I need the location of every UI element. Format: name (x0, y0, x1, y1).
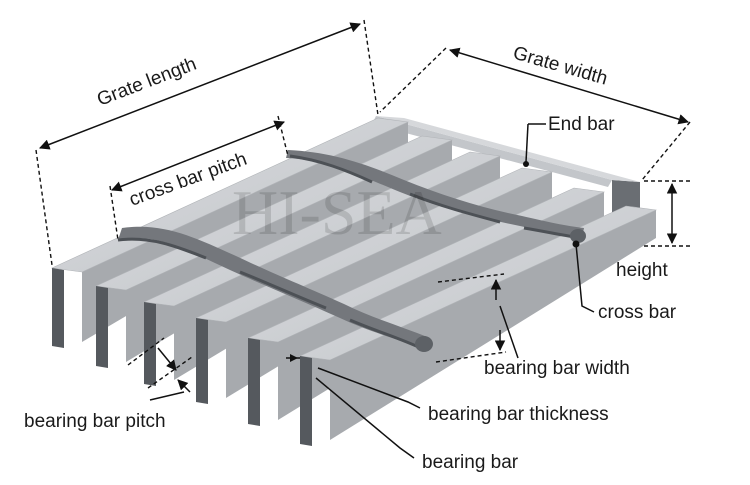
height-label: height (616, 260, 668, 281)
bearing-bar-width-label: bearing bar width (484, 358, 630, 379)
cross-bar-leader (572, 240, 595, 313)
bearing-bar-width-dimension (435, 273, 519, 363)
grate-width-label: Grate width (511, 43, 610, 90)
bearing-bar-leader (315, 377, 415, 459)
bearing-bar-thickness-leader (286, 354, 421, 409)
bearing-bar-thickness-label: bearing bar thickness (428, 404, 609, 425)
height-dimension (644, 180, 690, 247)
twisted-cross-bar-back (286, 150, 586, 243)
grate-width-dimension (379, 47, 691, 181)
cross-bar-pitch-dimension (109, 115, 289, 241)
bearing-bar-pitch-label: bearing bar pitch (24, 411, 166, 432)
twisted-cross-bar-front (117, 226, 433, 352)
end-bar-leader (523, 123, 546, 167)
grate-length-label: Grate length (94, 54, 199, 111)
watermark: HI-SEA (232, 177, 442, 248)
bearing-bar-6 (298, 205, 658, 446)
cross-bar-label: cross bar (598, 302, 677, 323)
bearing-bar-label: bearing bar (422, 452, 519, 473)
bearing-bar-pitch-dimension (127, 337, 193, 401)
end-bar-label: End bar (548, 114, 615, 135)
grate-length-dimension (35, 19, 379, 266)
